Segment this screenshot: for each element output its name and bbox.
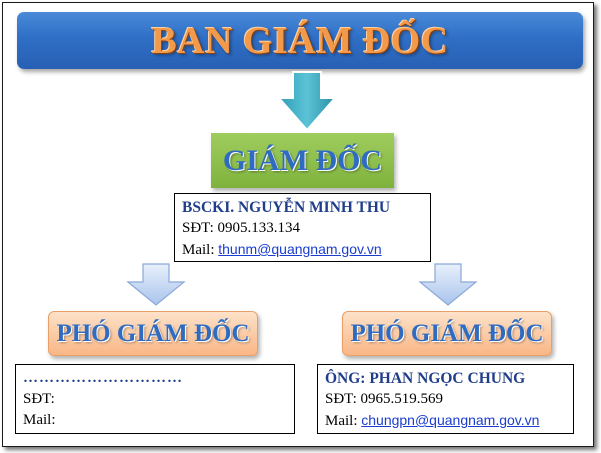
- director-phone-label: SĐT:: [182, 220, 214, 236]
- deputy-right-mail-row: Mail: chungpn@quangnam.gov.vn: [325, 410, 566, 432]
- director-name: BSCKI. NGUYỄN MINH THU: [182, 199, 391, 216]
- arrow-down-left-icon: [126, 263, 186, 306]
- deputy-right-title: PHÓ GIÁM ĐỐC: [350, 319, 544, 347]
- deputy-right-phone: 0965.519.569: [360, 391, 444, 407]
- director-email-link[interactable]: thunm@quangnam.gov.vn: [218, 241, 382, 257]
- arrow-down-icon: [277, 71, 337, 132]
- deputy-left-name: …………………………: [23, 370, 183, 386]
- header-banner: BAN GIÁM ĐỐC: [17, 12, 583, 69]
- director-mail-row: Mail: thunm@quangnam.gov.vn: [182, 239, 423, 261]
- deputy-right-phone-label: SĐT:: [325, 391, 357, 407]
- director-phone: 0905.133.134: [217, 220, 301, 236]
- deputy-left-title: PHÓ GIÁM ĐỐC: [56, 319, 250, 347]
- banner-title: BAN GIÁM ĐỐC: [151, 19, 449, 62]
- deputy-right-email-link[interactable]: chungpn@quangnam.gov.vn: [361, 412, 540, 428]
- deputy-right-info-card: ÔNG: PHAN NGỌC CHUNG SĐT: 0965.519.569 M…: [317, 364, 574, 434]
- director-phone-row: SĐT: 0905.133.134: [182, 218, 423, 239]
- arrow-down-right-icon: [418, 263, 478, 306]
- director-box: GIÁM ĐỐC: [211, 133, 394, 188]
- deputy-right-box: PHÓ GIÁM ĐỐC: [342, 311, 552, 356]
- director-title: GIÁM ĐỐC: [222, 143, 383, 177]
- deputy-left-mail-label: Mail:: [23, 412, 56, 428]
- deputy-right-mail-label: Mail:: [325, 413, 358, 429]
- deputy-left-info-card: ………………………… SĐT: Mail:: [15, 364, 295, 434]
- director-info-card: BSCKI. NGUYỄN MINH THU SĐT: 0905.133.134…: [174, 193, 431, 262]
- deputy-left-phone-label: SĐT:: [23, 391, 55, 407]
- deputy-left-box: PHÓ GIÁM ĐỐC: [48, 311, 258, 356]
- director-mail-label: Mail:: [182, 242, 215, 258]
- deputy-right-phone-row: SĐT: 0965.519.569: [325, 389, 566, 410]
- deputy-right-name: ÔNG: PHAN NGỌC CHUNG: [325, 370, 526, 387]
